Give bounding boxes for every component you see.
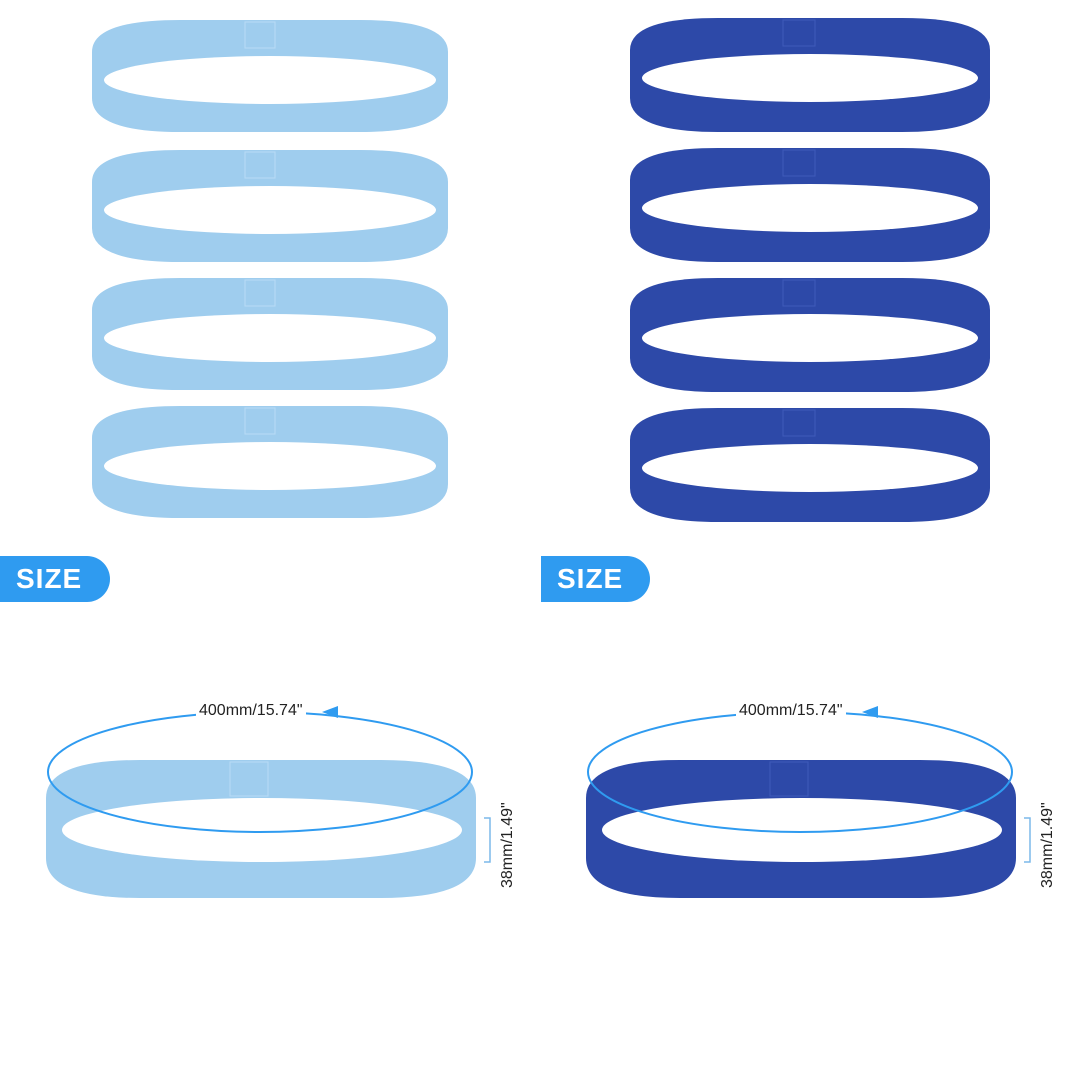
size-badge-left: SIZE — [0, 556, 110, 602]
band-2 — [92, 150, 448, 262]
band-2 — [630, 148, 990, 262]
circumference-label: 400mm/15.74" — [736, 702, 846, 720]
arrow-head-icon — [322, 706, 338, 718]
band-1 — [630, 18, 990, 132]
light-blue-bands-stack — [0, 0, 540, 540]
band-3 — [92, 278, 448, 390]
width-label: 38mm/1.49" — [499, 802, 516, 888]
arrow-head-icon — [862, 706, 878, 718]
dark-blue-bands-illustration — [630, 18, 990, 522]
width-bracket — [484, 817, 491, 863]
band-4 — [92, 406, 448, 518]
band-1 — [92, 20, 448, 132]
light-blue-size-diagram: 400mm/15.74" 38mm/1.49" — [0, 680, 540, 920]
light-blue-bands-illustration — [92, 20, 448, 518]
circumference-label: 400mm/15.74" — [196, 702, 306, 720]
width-label: 38mm/1.49" — [1039, 802, 1056, 888]
dark-blue-bands-stack — [540, 0, 1080, 540]
dark-blue-size-diagram: 400mm/15.74" 38mm/1.49" — [540, 680, 1080, 920]
width-bracket — [1024, 817, 1031, 863]
dark-blue-band-with-dimensions — [586, 706, 1031, 898]
band-4 — [630, 408, 990, 522]
band-3 — [630, 278, 990, 392]
size-badge-right: SIZE — [541, 556, 650, 602]
light-blue-band-with-dimensions — [46, 706, 491, 898]
